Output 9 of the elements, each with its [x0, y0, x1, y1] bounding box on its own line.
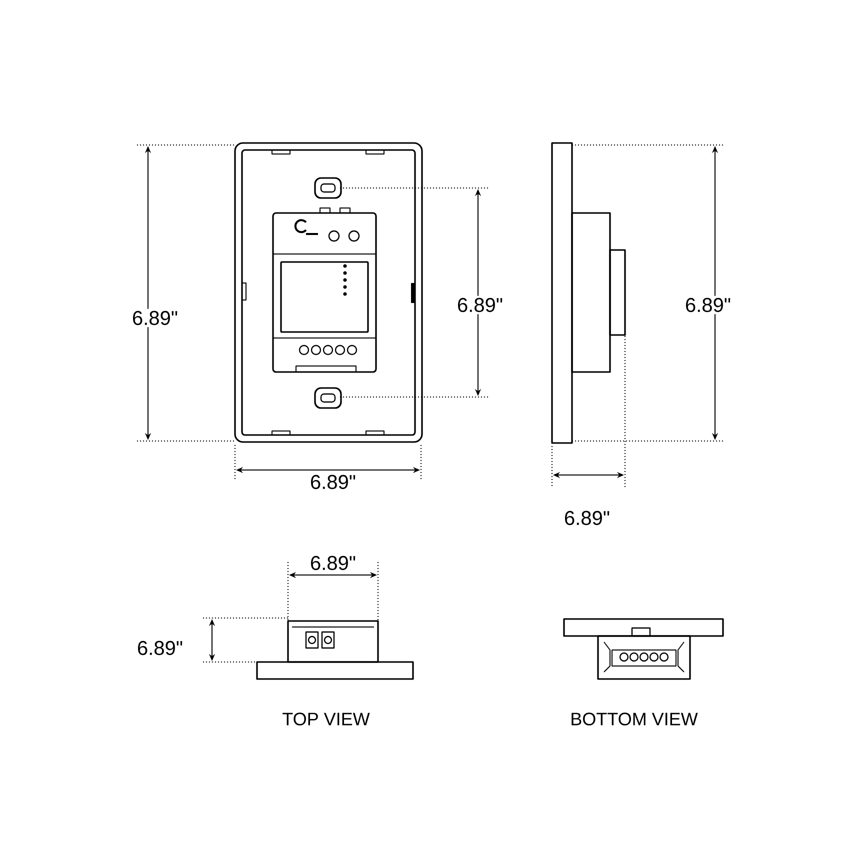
- dimension-label: 6.89": [455, 296, 506, 314]
- view-label: BOTTOM VIEW: [572, 712, 698, 726]
- dimension-label: 6.89": [565, 510, 610, 526]
- dimension-label: 6.89": [311, 556, 356, 570]
- dimension-label: 6.89": [311, 474, 356, 490]
- view-label: TOP VIEW: [282, 712, 370, 726]
- dimension-label: 6.89": [138, 640, 182, 656]
- dimension-label: 6.89": [683, 296, 734, 314]
- dimension-label: 6.89": [130, 308, 180, 328]
